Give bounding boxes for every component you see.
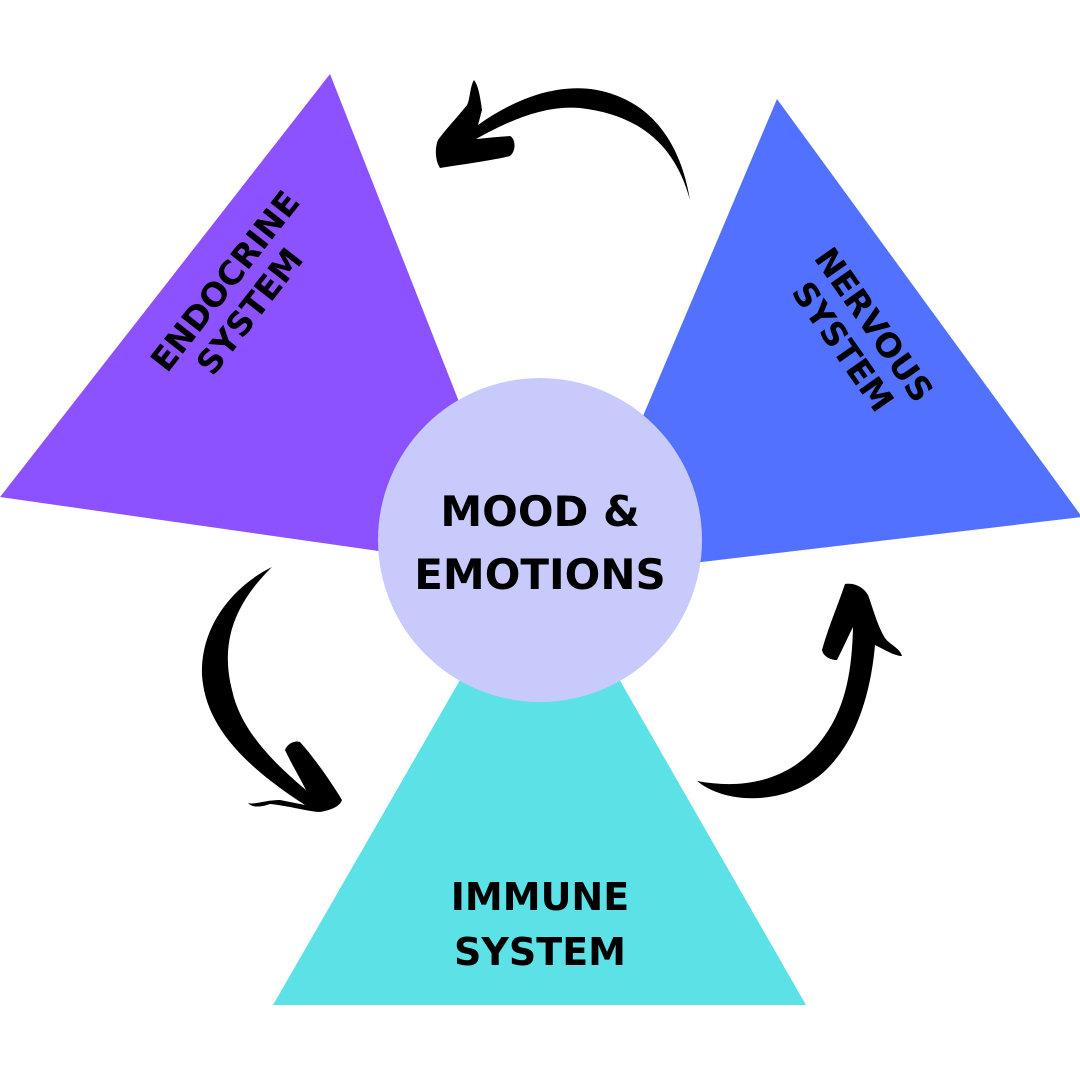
nervous-triangle: [575, 99, 1080, 577]
center-label-line1: MOOD &: [440, 487, 640, 536]
mood-emotions-circle: [378, 378, 702, 702]
center-label-line2: EMOTIONS: [414, 550, 666, 599]
curved-arrow-left-icon: [435, 80, 690, 200]
curved-arrow-down-icon: [201, 567, 342, 812]
immune-system-label: IMMUNE SYSTEM: [390, 870, 690, 980]
immune-label-line1: IMMUNE: [450, 875, 630, 919]
curved-arrow-up-icon: [697, 583, 902, 799]
mood-emotions-label: MOOD & EMOTIONS: [390, 480, 690, 606]
immune-triangle: [273, 541, 806, 1005]
immune-label-line2: SYSTEM: [454, 930, 626, 975]
endocrine-triangle: [0, 74, 526, 572]
